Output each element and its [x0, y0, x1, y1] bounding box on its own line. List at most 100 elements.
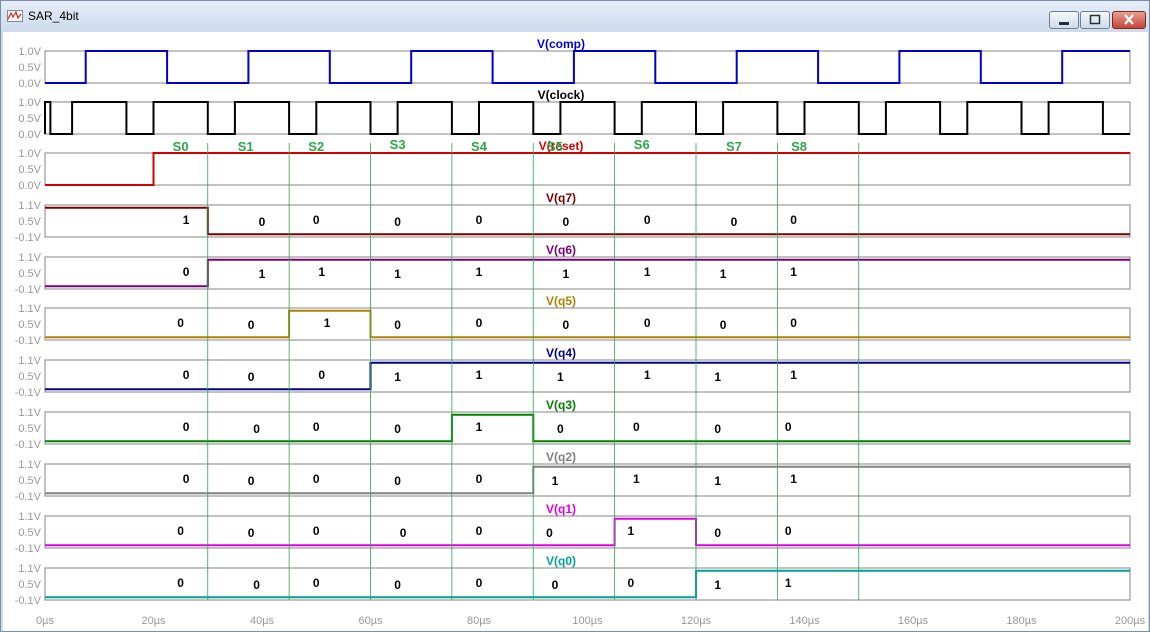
bit-value-label: 1 — [183, 213, 190, 227]
bit-value-label: 0 — [394, 422, 401, 436]
y-tick-label: 0.5V — [18, 423, 41, 435]
x-tick-label: 40µs — [250, 615, 275, 627]
signal-trace — [45, 309, 1130, 339]
bit-value-label: 0 — [720, 318, 727, 332]
y-tick-label: 0.5V — [18, 113, 41, 125]
x-tick-label: 100µs — [572, 615, 603, 627]
x-tick-label: 160µs — [898, 615, 929, 627]
maximize-button[interactable] — [1080, 11, 1110, 29]
panel-frame — [44, 359, 1131, 393]
bit-value-label: 1 — [790, 265, 797, 279]
bit-value-label: 0 — [644, 316, 651, 330]
bit-value-label: 1 — [394, 267, 401, 281]
bit-value-label: 1 — [714, 578, 721, 592]
waveform-chart[interactable]: 1.0V0.5V0.0VV(comp)1.0V0.5V0.0VV(clock)1… — [3, 32, 1148, 631]
bit-value-label: 0 — [183, 420, 190, 434]
y-tick-label: -0.1V — [15, 387, 42, 399]
bit-value-label: 1 — [633, 472, 640, 486]
state-label: S1 — [238, 139, 254, 154]
y-tick-label: -0.1V — [15, 595, 42, 607]
panel-title: V(comp) — [537, 37, 585, 51]
x-tick-label: 80µs — [467, 615, 492, 627]
y-tick-label: 0.0V — [18, 180, 41, 192]
bit-value-label: 0 — [183, 472, 190, 486]
y-tick-label: 1.1V — [18, 303, 41, 315]
bit-value-label: 1 — [714, 474, 721, 488]
y-tick-label: 1.1V — [18, 563, 41, 575]
y-tick-label: 0.5V — [18, 371, 41, 383]
bit-value-label: 1 — [790, 472, 797, 486]
y-tick-label: -0.1V — [15, 439, 42, 451]
panel-frame — [44, 515, 1131, 549]
y-tick-label: 1.1V — [18, 407, 41, 419]
bit-value-label: 0 — [313, 524, 320, 538]
bit-value-label: 1 — [790, 368, 797, 382]
bit-value-label: 0 — [248, 370, 255, 384]
y-tick-label: 1.1V — [18, 459, 41, 471]
signal-trace — [45, 50, 1130, 84]
y-tick-label: 0.5V — [18, 62, 41, 74]
panel-frame — [44, 50, 1131, 84]
bit-value-label: 0 — [476, 316, 483, 330]
bit-value-label: 0 — [318, 368, 325, 382]
bit-value-label: 0 — [313, 420, 320, 434]
x-tick-label: 20µs — [141, 615, 166, 627]
title-bar[interactable]: SAR_4bit — [1, 1, 1149, 31]
bit-value-label: 0 — [177, 524, 184, 538]
panel-frame — [44, 204, 1131, 238]
y-tick-label: 1.1V — [18, 200, 41, 212]
state-label: S5 — [547, 139, 563, 154]
bit-value-label: 0 — [259, 215, 266, 229]
x-tick-label: 180µs — [1006, 615, 1037, 627]
bit-value-label: 0 — [394, 578, 401, 592]
panel-title: V(q6) — [546, 243, 576, 257]
panel-title: V(clock) — [538, 88, 585, 102]
bit-value-label: 1 — [714, 370, 721, 384]
window-title: SAR_4bit — [28, 9, 79, 23]
y-tick-label: 0.5V — [18, 579, 41, 591]
x-tick-label: 140µs — [789, 615, 820, 627]
bit-value-label: 0 — [476, 524, 483, 538]
bit-value-label: 1 — [318, 265, 325, 279]
y-tick-label: -0.1V — [15, 543, 42, 555]
y-tick-label: 1.1V — [18, 252, 41, 264]
panel-frame — [44, 567, 1131, 601]
state-label: S8 — [791, 139, 807, 154]
bit-value-label: 1 — [644, 368, 651, 382]
bit-value-label: 0 — [476, 472, 483, 486]
bit-value-label: 0 — [394, 474, 401, 488]
maximize-icon — [1089, 14, 1101, 25]
y-tick-label: 0.5V — [18, 475, 41, 487]
bit-value-label: 0 — [394, 318, 401, 332]
state-label: S0 — [173, 139, 189, 154]
bit-value-label: 0 — [183, 265, 190, 279]
bit-value-label: 0 — [253, 578, 260, 592]
minimize-button[interactable] — [1049, 11, 1079, 29]
y-tick-label: 0.5V — [18, 319, 41, 331]
close-button[interactable] — [1112, 11, 1146, 29]
bit-value-label: 0 — [552, 578, 559, 592]
panel-title: V(q3) — [546, 398, 576, 412]
y-tick-label: 1.0V — [18, 46, 41, 58]
bit-value-label: 1 — [644, 265, 651, 279]
bit-value-label: 1 — [785, 576, 792, 590]
panel-title: V(reset) — [539, 139, 584, 153]
bit-value-label: 0 — [394, 215, 401, 229]
bit-value-label: 0 — [313, 472, 320, 486]
bit-value-label: 0 — [177, 576, 184, 590]
bit-value-label: 1 — [552, 474, 559, 488]
bit-value-label: 0 — [557, 422, 564, 436]
y-tick-label: -0.1V — [15, 335, 42, 347]
bit-value-label: 1 — [324, 316, 331, 330]
panel-title: V(q2) — [546, 450, 576, 464]
y-tick-label: 1.0V — [18, 97, 41, 109]
panel-title: V(q0) — [546, 554, 576, 568]
y-tick-label: -0.1V — [15, 232, 42, 244]
bit-value-label: 1 — [259, 267, 266, 281]
panel-frame — [44, 256, 1131, 290]
state-label: S4 — [471, 139, 488, 154]
bit-value-label: 0 — [628, 576, 635, 590]
waveform-app-icon — [7, 10, 23, 22]
bit-value-label: 0 — [785, 420, 792, 434]
